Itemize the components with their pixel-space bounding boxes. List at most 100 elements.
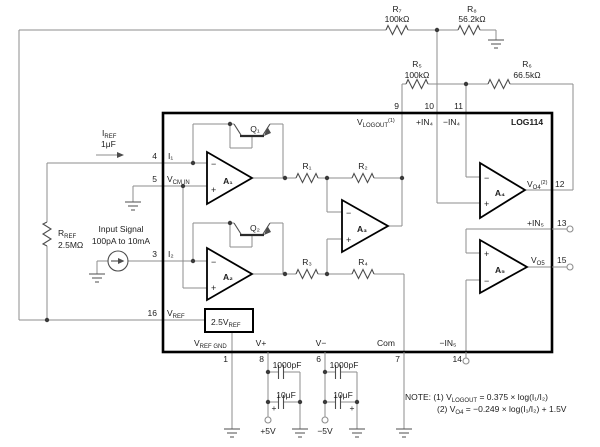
- pin-number-3: 3: [152, 249, 157, 259]
- pin-number-8: 8: [259, 354, 264, 364]
- capacitor-icon: [334, 365, 342, 409]
- svg-text:+: +: [484, 199, 489, 209]
- resistor-r3-label: R₃: [302, 257, 312, 267]
- pin-label-vo4: VO4(2): [527, 179, 548, 191]
- labels: R₇ 100kΩ R₈ 56.2kΩ R₅ 100kΩ R₆ 66.5kΩ R₁…: [58, 4, 567, 436]
- resistor-r6-value: 66.5kΩ: [513, 70, 540, 80]
- ground-icon: [125, 201, 141, 211]
- pin-number-14: 14: [453, 354, 463, 364]
- transistor-q1-label: Q₁: [250, 124, 260, 134]
- ground-icon: [89, 273, 105, 283]
- resistor-r5-symbol: [405, 78, 429, 90]
- ground-icon: [349, 428, 365, 438]
- terminal-minus5v: [321, 416, 329, 424]
- pin-label-com: Com: [377, 338, 395, 348]
- resistor-r6-symbol: [487, 78, 511, 90]
- resistor-r1-symbol: [295, 172, 319, 184]
- cap-10uf-label: 10μF: [333, 390, 353, 400]
- pin-number-1: 1: [223, 354, 228, 364]
- pin-number-11: 11: [454, 101, 463, 111]
- svg-text:−: −: [211, 159, 216, 169]
- resistor-rref-symbol: [41, 221, 53, 247]
- opamp-a1: [206, 150, 254, 206]
- note-line-2: (2) VO4 = −0.249 × log(I₁/I₂) + 1.5V: [437, 404, 567, 416]
- reference-resistor-branch: [41, 162, 163, 320]
- outer-feedback-loop: [18, 24, 504, 321]
- junction-dots: [44, 27, 469, 405]
- resistor-r2-symbol: [351, 172, 375, 184]
- pin-number-5: 5: [152, 174, 157, 184]
- input-signal-label: Input Signal: [99, 224, 144, 234]
- iref-label: IREF: [102, 128, 117, 140]
- pin-label-plus-in4: +IN₄: [416, 117, 433, 127]
- svg-text:−: −: [211, 257, 216, 267]
- opamp-a4-label: A₄: [495, 188, 505, 198]
- svg-text:+: +: [346, 235, 351, 245]
- pin-number-6: 6: [316, 354, 321, 364]
- pin-label-i2: I₂: [168, 249, 174, 259]
- svg-text:−: −: [346, 208, 351, 218]
- input-current-source: [89, 250, 163, 283]
- log114-ic-outline: [161, 111, 554, 354]
- pin-number-13: 13: [557, 218, 567, 228]
- opamp-a4: [479, 161, 527, 220]
- ground-icon: [396, 428, 412, 438]
- ground-icon: [292, 428, 308, 438]
- pin-label-minus-in5: −IN₅: [440, 338, 457, 348]
- resistor-r7-value: 100kΩ: [385, 14, 410, 24]
- resistor-r1-label: R₁: [302, 161, 311, 171]
- cap-polarity-mark: +: [272, 403, 277, 413]
- opamp-a5: [479, 238, 529, 295]
- note-line-1: NOTE: (1) VLOGOUT = 0.375 × log(I₁/I₂): [405, 392, 548, 404]
- svg-text:−: −: [484, 276, 489, 286]
- pin-number-7: 7: [395, 354, 400, 364]
- cap-1000pf-label: 1000pF: [273, 360, 302, 370]
- current-source-icon: [107, 250, 129, 272]
- resistor-r5-value: 100kΩ: [405, 70, 430, 80]
- svg-text:−: −: [484, 173, 489, 183]
- terminal-plus-in5: [566, 225, 574, 233]
- resistor-r6-label: R₆: [522, 59, 532, 69]
- pin-label-vminus: V−: [316, 338, 327, 348]
- arrow-right-icon: [117, 152, 124, 158]
- supply-minus5v-label: −5V: [317, 426, 333, 436]
- opamp-a2-label: A₂: [223, 272, 233, 282]
- iref-current-arrow: [96, 152, 124, 158]
- vref-2p5-label: 2.5VREF: [211, 317, 241, 329]
- pin-label-i1: I₁: [168, 151, 173, 161]
- cap-10uf-label: 10μF: [276, 390, 296, 400]
- pin-number-9: 9: [394, 101, 399, 111]
- resistor-rref-value: 2.5MΩ: [58, 240, 83, 250]
- ground-icon: [224, 428, 240, 438]
- pin-label-minus-in4: −IN₄: [443, 117, 460, 127]
- pin-number-4: 4: [152, 151, 157, 161]
- opamp-a2: [206, 246, 254, 302]
- pin-label-plus-in5: +IN₅: [527, 218, 544, 228]
- arrow-right-icon: [118, 258, 125, 264]
- terminal-vo5: [566, 263, 574, 271]
- resistor-r4-label: R₄: [358, 257, 368, 267]
- input-signal-range: 100pA to 10mA: [92, 236, 150, 246]
- pin-number-10: 10: [425, 101, 435, 111]
- cap-polarity-mark: +: [350, 403, 355, 413]
- cap-1000pf-label: 1000pF: [330, 360, 359, 370]
- pin-number-15: 15: [557, 255, 567, 265]
- svg-text:+: +: [211, 283, 216, 293]
- part-number: LOG114: [511, 117, 543, 127]
- iref-cap-value: 1μF: [101, 139, 116, 149]
- resistor-r2-label: R₂: [358, 161, 367, 171]
- transistor-q2-label: Q₂: [250, 223, 260, 233]
- pin-label-vplus: V+: [256, 338, 267, 348]
- opamp-a5-label: A₅: [495, 265, 505, 275]
- pin-label-vo5: VO5: [531, 255, 545, 267]
- ic-internal-wiring: [163, 84, 552, 429]
- resistor-rref-label: RREF: [58, 228, 76, 240]
- resistor-r8-label: R₈: [467, 4, 477, 14]
- pin-number-12: 12: [555, 179, 565, 189]
- resistor-r7-symbol: [385, 24, 409, 36]
- opamp-a3-label: A₃: [357, 224, 367, 234]
- resistor-r8-value: 56.2kΩ: [458, 14, 485, 24]
- svg-text:+: +: [211, 185, 216, 195]
- resistor-r5-label: R₅: [412, 59, 422, 69]
